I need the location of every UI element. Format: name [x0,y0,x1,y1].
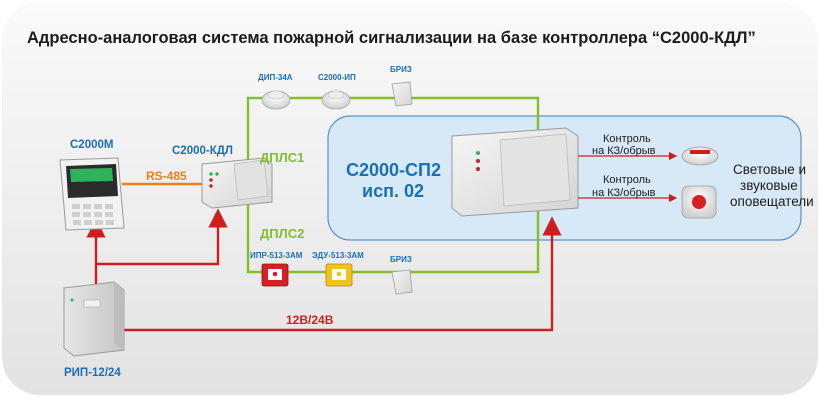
power-label: 12В/24В [286,313,334,327]
detector-c2000ip [321,90,351,110]
manual-call-point [261,263,289,287]
detector-label-top-3: БРИЗ [390,65,412,74]
rip-label: РИП-12/24 [64,367,121,379]
sp2-label-line2: исп. 02 [362,181,424,201]
detector-label-bottom-3: БРИЗ [390,255,412,264]
notifiers-line2: звуковые [740,178,798,193]
notifiers-line3: оповещатели [730,194,814,209]
module-briz-top [391,81,413,107]
notifiers-line1: Световые и [733,162,806,177]
detector-label-bottom-2: ЭДУ-513-3АМ [312,251,364,260]
control1-line1: Контроль [603,133,651,145]
page-title: Адресно-аналоговая система пожарной сигн… [27,29,756,47]
control2-line2: на КЗ/обрыв [592,187,656,199]
loop1-label: ДПЛС1 [260,150,304,165]
detector-dip34a [261,90,291,110]
detector-label-bottom-1: ИПР-513-3АМ [250,251,303,260]
remote-start-button [325,263,353,287]
module-briz-bottom [391,269,413,295]
sp2-label-line1: С2000-СП2 [346,160,441,180]
rip-device [63,281,125,357]
control2-line1: Контроль [603,174,651,186]
c2000m-label: С2000М [70,139,113,151]
c2000m-device [59,157,125,231]
detector-label-top-1: ДИП-34А [258,73,293,82]
power-arrow-sp2 [122,216,562,332]
sp2-device [451,127,579,217]
kdl-label: С2000-КДЛ [172,145,233,157]
loop2-label: ДПЛС2 [260,226,304,241]
power-arrow-kdl [96,208,228,266]
control1-line2: на КЗ/обрыв [592,145,656,157]
detector-label-top-2: С2000-ИП [318,73,356,82]
kdl-device [201,157,273,209]
sounder-device [681,146,719,166]
rs485-label: RS-485 [146,169,187,183]
strobe-device [681,185,717,219]
